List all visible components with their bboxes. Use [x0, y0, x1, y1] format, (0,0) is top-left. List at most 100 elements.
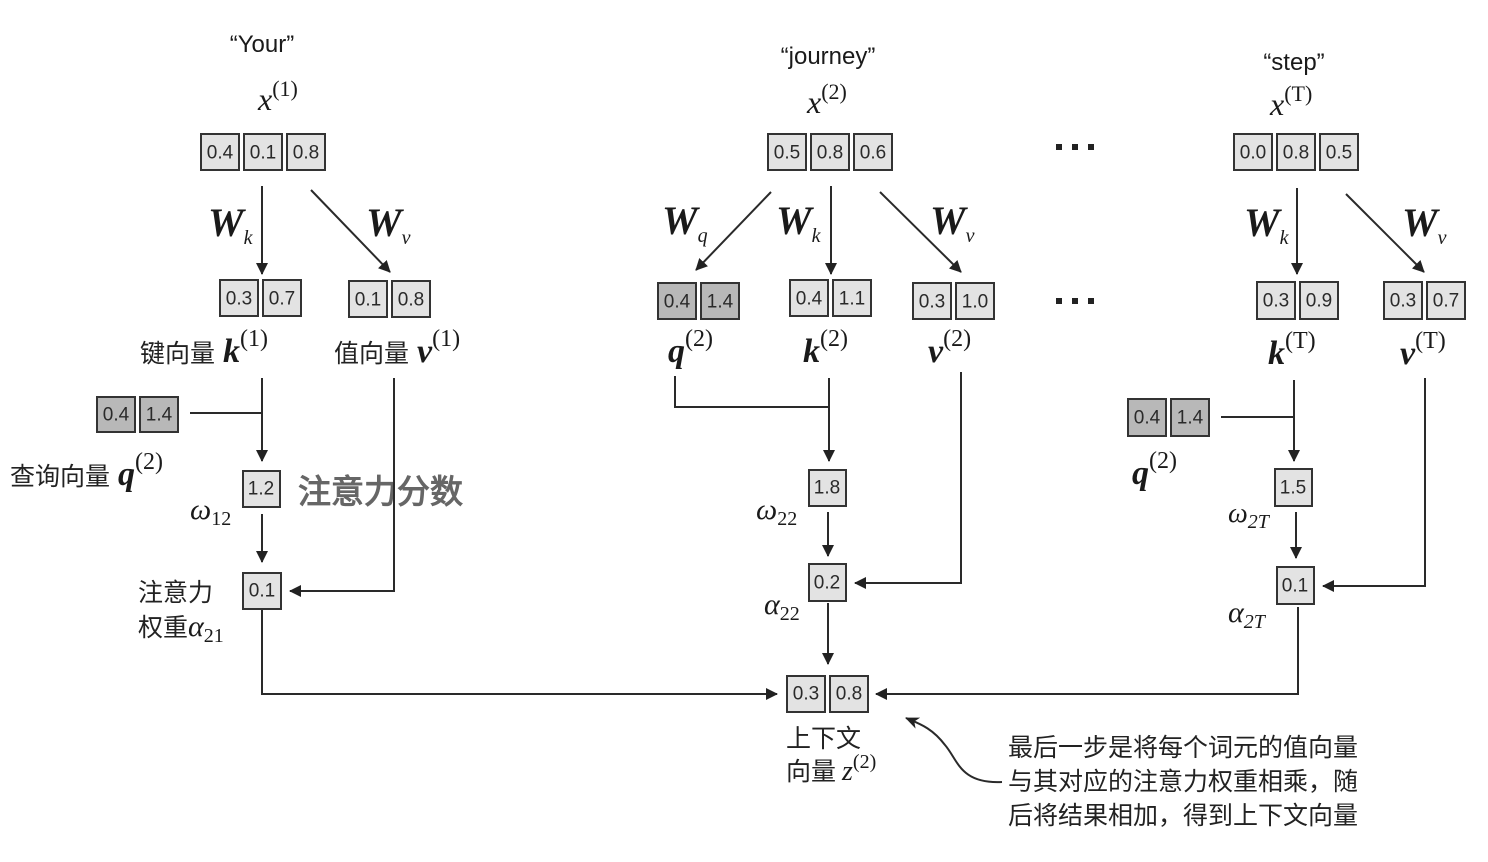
wk-label-col1: Wk [208, 200, 254, 249]
v1-cell-1 [391, 280, 431, 318]
x1-cell-0 [200, 133, 240, 171]
x1-cell-1 [243, 133, 283, 171]
xT-cell-1 [1276, 133, 1316, 171]
q2-col1-value-0: 0.4 [103, 405, 130, 426]
x1-cell-2 [286, 133, 326, 171]
vT-vector: 0.3 0.7 [1383, 281, 1466, 320]
omega2T-cell [1274, 468, 1313, 507]
k2-cell-1 [832, 279, 872, 317]
v1-value-1: 0.8 [398, 290, 424, 311]
context-label-line1: 上下文 [786, 724, 861, 753]
omega22-value: 1.8 [814, 478, 840, 499]
x2-cell-0 [767, 133, 807, 171]
kT-cell-1 [1299, 281, 1339, 320]
k2-value-1: 1.1 [839, 289, 865, 310]
token-word-step: “step” [1263, 49, 1324, 76]
alpha2T-label: α2T [1228, 596, 1267, 633]
xT-value-1: 0.8 [1283, 143, 1309, 164]
k2-vector: 0.4 1.1 [789, 279, 872, 317]
ellipsis-dot [1088, 144, 1094, 150]
arrow-vT-to-alpha2T [1322, 378, 1426, 592]
k1-value-1: 0.7 [269, 289, 295, 310]
v2-value-1: 1.0 [962, 292, 988, 313]
ellipsis-dot [1072, 298, 1078, 304]
line-q2-to-k2 [674, 376, 829, 408]
q2-col3-value-1: 1.4 [1177, 408, 1204, 429]
omega12-label: ω12 [190, 493, 231, 530]
ellipsis-dot [1056, 144, 1062, 150]
q2-col1-cell-0 [96, 396, 136, 433]
arrow-xT-to-vT [1345, 193, 1425, 273]
x2-value-1: 0.8 [817, 143, 843, 164]
wv-label-col1: Wv [366, 200, 411, 249]
x1-value-1: 0.1 [250, 143, 276, 164]
token-word-journey: “journey” [781, 43, 876, 70]
kT-label: k(T) [1268, 328, 1316, 372]
vT-label: v(T) [1400, 328, 1446, 372]
omega2T-label: ω2T [1228, 498, 1271, 533]
xT-label: x(T) [1269, 81, 1312, 122]
wk-label-col2: Wk [776, 198, 822, 247]
v2-cell-0 [912, 282, 952, 320]
xT-cell-2 [1319, 133, 1359, 171]
vT-cell-0 [1383, 281, 1423, 320]
x2-cell-1 [810, 133, 850, 171]
vT-value-0: 0.3 [1390, 291, 1416, 312]
wv-label-col2: Wv [930, 198, 975, 247]
k2-cell-0 [789, 279, 829, 317]
token-column-journey: “journey” x(2) 0.5 0.8 0.6 Wq Wk Wv 0.4 [657, 43, 995, 665]
x2-value-0: 0.5 [774, 143, 800, 164]
q2-col1-cell-1 [139, 396, 179, 433]
alpha2T-cell [1276, 566, 1315, 605]
q2-vector: 0.4 1.4 [657, 282, 740, 320]
token-column-your: “Your” x(1) 0.4 0.1 0.8 Wk Wv 0.3 0.7 [10, 31, 778, 700]
alpha21-value: 0.1 [249, 581, 275, 602]
q2-cell-1 [700, 282, 740, 320]
v1-vector: 0.1 0.8 [348, 280, 431, 318]
arrow-x1-to-v1 [310, 189, 391, 273]
annotation-line-3: 后将结果相加，得到上下文向量 [1008, 801, 1358, 830]
xT-vector: 0.0 0.8 0.5 [1233, 133, 1359, 171]
arrow-v2-to-alpha22 [854, 372, 962, 589]
ellipsis-middle [1056, 298, 1094, 304]
alpha21-label-line1: 注意力 [138, 578, 213, 607]
k2-label: k(2) [803, 326, 848, 370]
omega22-label: ω22 [756, 493, 797, 530]
x1-value-0: 0.4 [207, 143, 234, 164]
arrow-x2-to-q2 [695, 191, 772, 271]
alpha22-value: 0.2 [814, 573, 840, 594]
ellipsis-top [1056, 144, 1094, 150]
k1-value-0: 0.3 [226, 289, 252, 310]
token-column-step: “step” x(T) 0.0 0.8 0.5 Wk Wv 0.3 0.9 [875, 49, 1466, 700]
alpha2T-value: 0.1 [1282, 576, 1308, 597]
alpha21-cell [242, 572, 282, 610]
ellipsis-dot [1072, 144, 1078, 150]
annotation-text: 最后一步是将每个词元的值向量 与其对应的注意力权重相乘，随 后将结果相加，得到上… [1008, 733, 1358, 830]
v2-label: v(2) [928, 326, 971, 370]
alpha22-label: α22 [764, 588, 800, 625]
x1-vector: 0.4 0.1 0.8 [200, 133, 326, 171]
v2-value-0: 0.3 [919, 292, 945, 313]
wk-label-col3: Wk [1244, 200, 1290, 249]
context-cell-0 [786, 675, 826, 713]
x2-cell-2 [853, 133, 893, 171]
attention-score-label: 注意力分数 [298, 472, 464, 511]
xT-cell-0 [1233, 133, 1273, 171]
arrow-x2-to-v2 [879, 191, 962, 273]
kT-value-0: 0.3 [1263, 291, 1289, 312]
xT-value-0: 0.0 [1240, 143, 1266, 164]
v2-cell-1 [955, 282, 995, 320]
omega2T-value: 1.5 [1280, 478, 1306, 499]
omega12-value: 1.2 [248, 479, 274, 500]
k2-value-0: 0.4 [796, 289, 823, 310]
k1-cell-0 [219, 279, 259, 317]
kT-value-1: 0.9 [1306, 291, 1332, 312]
wq-label-col2: Wq [662, 198, 708, 247]
annotation-pointer-arrow [905, 717, 1003, 784]
alpha22-cell [808, 563, 847, 602]
q2-vector-col3: 0.4 1.4 [1127, 398, 1210, 437]
vT-cell-1 [1426, 281, 1466, 320]
